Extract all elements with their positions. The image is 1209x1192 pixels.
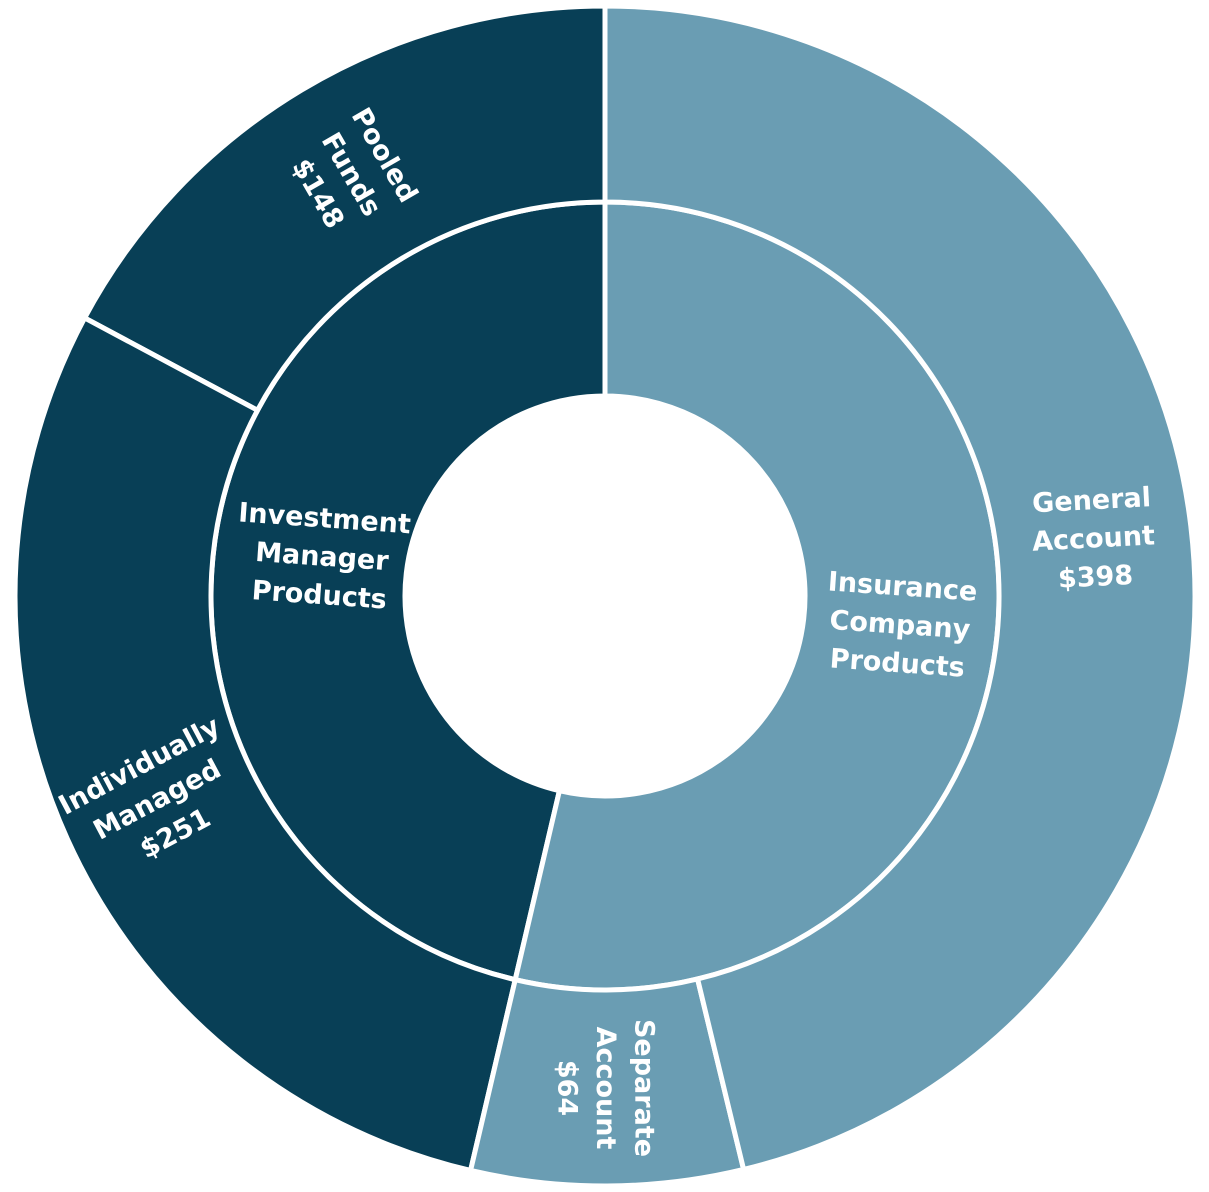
inner-label-insurance: InsuranceCompanyProducts — [822, 566, 979, 684]
outer-label-separate-account-line-3: $64 — [552, 1060, 583, 1116]
outer-segment-individually-managed — [12, 314, 519, 1174]
outer-segment-general-account — [602, 3, 1198, 1173]
outer-label-general-account: GeneralAccount$398 — [1029, 482, 1157, 596]
outer-label-separate-account-line-2: Account — [590, 1027, 621, 1150]
outer-label-separate-account: SeparateAccount$64 — [552, 1019, 660, 1157]
outer-ring — [12, 3, 1198, 1189]
outer-segment-pooled-funds — [81, 3, 608, 414]
outer-label-general-account-line-1: General — [1031, 482, 1151, 519]
outer-label-separate-account-line-1: Separate — [628, 1019, 659, 1157]
outer-label-general-account-line-2: Account — [1031, 520, 1155, 557]
outer-label-general-account-line-3: $398 — [1057, 560, 1134, 595]
inner-label-investment: InvestmentManagerProducts — [232, 497, 412, 616]
outer-segment-separate-account — [467, 975, 747, 1189]
